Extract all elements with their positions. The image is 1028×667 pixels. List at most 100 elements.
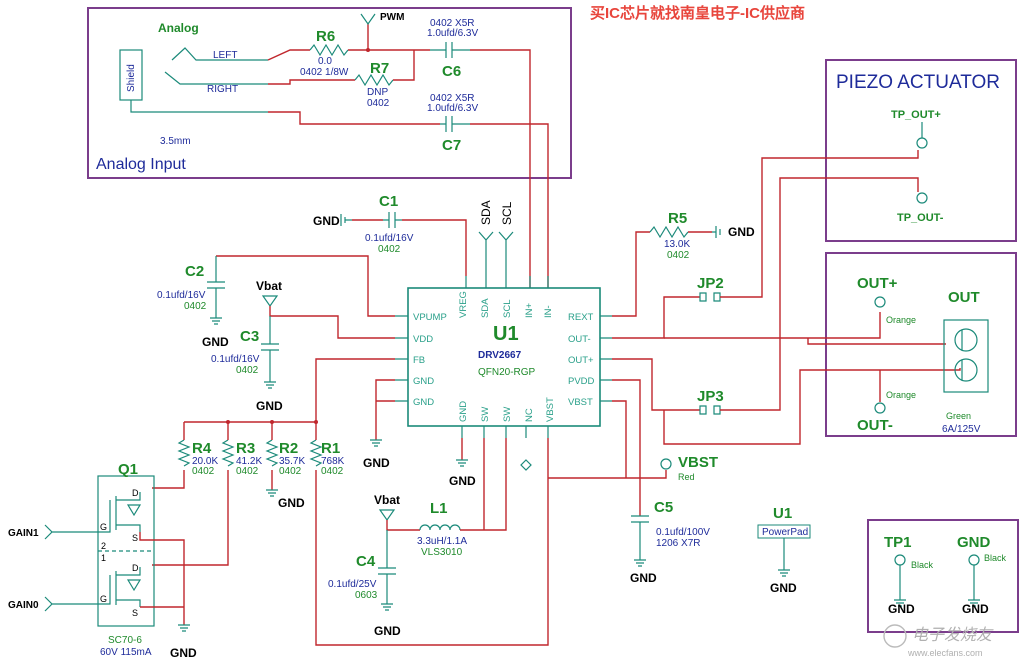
c5-gnd-symbol: [634, 559, 646, 567]
tp-gnd-point: [968, 554, 980, 566]
u1-package: QFN20-RGP: [478, 367, 536, 378]
screw-bottom: [954, 358, 978, 382]
pin-sw2: SW: [502, 407, 513, 422]
r2-resistor: [265, 439, 279, 467]
terminal-color: Green: [946, 411, 971, 421]
wire-c2-vpump: [216, 255, 395, 317]
jp2-jumper: [699, 292, 721, 302]
sda-label: SDA: [479, 200, 493, 225]
pwm-label: PWM: [380, 12, 404, 23]
vbat-top-arrow-icon: [261, 295, 279, 308]
q1-s-lower: S: [132, 608, 138, 618]
out-title: OUT: [948, 289, 980, 306]
scl-label: SCL: [500, 201, 514, 225]
gain0-label: GAIN0: [8, 600, 39, 611]
wire-r-tops: [183, 422, 317, 440]
jack-size-label: 3.5mm: [160, 136, 191, 147]
pin-pvdd: PVDD: [568, 376, 595, 387]
q1-gnd-symbol: [178, 624, 190, 632]
wire-outn-outp-conn: [664, 312, 881, 339]
pin-inn: IN-: [543, 305, 554, 318]
pin-gnd-b: GND: [458, 401, 469, 422]
tp-out-minus-label: TP_OUT-: [897, 212, 944, 224]
wire-l1-sw: [460, 438, 507, 531]
r6-value: 0.0: [318, 56, 332, 67]
c4-capacitor: [378, 530, 396, 604]
c3-gnd-symbol: [264, 381, 276, 389]
r3-value: 41.2K: [236, 456, 262, 467]
c3-gnd-label: GND: [256, 399, 283, 413]
vbst-testpoint: [660, 458, 672, 470]
pin-inp: IN+: [524, 303, 535, 319]
c4-gnd-symbol: [381, 603, 393, 611]
r3-resistor: [221, 439, 235, 467]
c2-capacitor: [207, 256, 225, 318]
pin-sda: SDA: [480, 298, 491, 318]
pin-fb: FB: [413, 355, 425, 366]
jp3-jumper: [699, 405, 721, 415]
wire-r7: [393, 50, 415, 81]
u1-ref: U1: [493, 323, 519, 345]
q1-d-lower: D: [132, 563, 139, 573]
watermark-text: 买IC芯片就找南皇电子-IC供应商: [590, 4, 805, 22]
wire-r3-q1: [152, 470, 229, 566]
c1-gnd-symbol: [340, 214, 352, 226]
q1-ref: Q1: [118, 461, 138, 478]
c6-line2: 1.0ufd/6.3V: [427, 28, 478, 39]
r2-gnd-label: GND: [278, 496, 305, 510]
r5-package: 0402: [667, 250, 690, 261]
wire-shield: [268, 111, 440, 125]
tp-gnd-gnd-symbol: [968, 599, 980, 607]
c4-value: 0.1ufd/25V: [328, 579, 377, 590]
pin-rext: REXT: [568, 312, 594, 323]
ic-gnd-symbol: [370, 439, 382, 447]
c5-capacitor: [631, 515, 649, 560]
c5-ref: C5: [654, 499, 673, 516]
top-pin-stubs: [465, 276, 549, 288]
r5-gnd-symbol: [712, 226, 721, 238]
r2-ref: R2: [279, 440, 298, 457]
q1-rating: 60V 115mA: [100, 647, 152, 658]
q1-pin2: 2: [101, 541, 106, 551]
r5-resistor: [649, 225, 689, 239]
pin-vbst-b: VBST: [545, 397, 556, 422]
powerpad-label: PowerPad: [762, 527, 808, 538]
r7-value: DNP: [367, 87, 388, 98]
wire-outp-conn: [663, 368, 961, 445]
sda-port-icon: [478, 231, 494, 276]
r2-gnd-symbol: [266, 489, 278, 497]
r5-ref: R5: [668, 210, 687, 227]
c6-capacitor: [430, 42, 470, 58]
out-minus-label: OUT-: [857, 417, 893, 434]
out-plus-color: Orange: [886, 315, 916, 325]
c1-capacitor: [383, 212, 402, 228]
r2-value: 35.7K: [279, 456, 305, 467]
scl-port-icon: [498, 231, 514, 276]
c1-package: 0402: [378, 244, 401, 255]
l1-value: 3.3uH/1.1A: [417, 536, 467, 547]
piezo-actuator-box: [825, 59, 1017, 242]
c1-ref: C1: [379, 193, 398, 210]
c3-ref: C3: [240, 328, 259, 345]
powerpad-gnd-label: GND: [770, 581, 797, 595]
r3-ref: R3: [236, 440, 255, 457]
c3-package: 0402: [236, 365, 259, 376]
c5-value: 0.1ufd/100V: [656, 527, 710, 538]
bottom-gnd-symbol: [456, 459, 468, 467]
c4-package: 0603: [355, 590, 378, 601]
wire-jp3-tpn: [720, 177, 919, 411]
c4-ref: C4: [356, 553, 376, 570]
terminal-rating: 6A/125V: [942, 424, 981, 435]
r1-ref: R1: [321, 440, 340, 457]
jp2-ref: JP2: [697, 275, 724, 292]
q1-fet-upper: [109, 492, 142, 532]
c5-gnd-label: GND: [630, 571, 657, 585]
wire-vbat-l1: [386, 520, 420, 531]
r6-ref: R6: [316, 28, 335, 45]
out-plus-label: OUT+: [857, 275, 898, 292]
c6-ref: C6: [442, 63, 461, 80]
r1-package: 0402: [321, 466, 344, 477]
right-pin-stubs: [600, 315, 612, 402]
c2-value: 0.1ufd/16V: [157, 290, 206, 301]
tp-out-plus-label: TP_OUT+: [891, 109, 941, 121]
